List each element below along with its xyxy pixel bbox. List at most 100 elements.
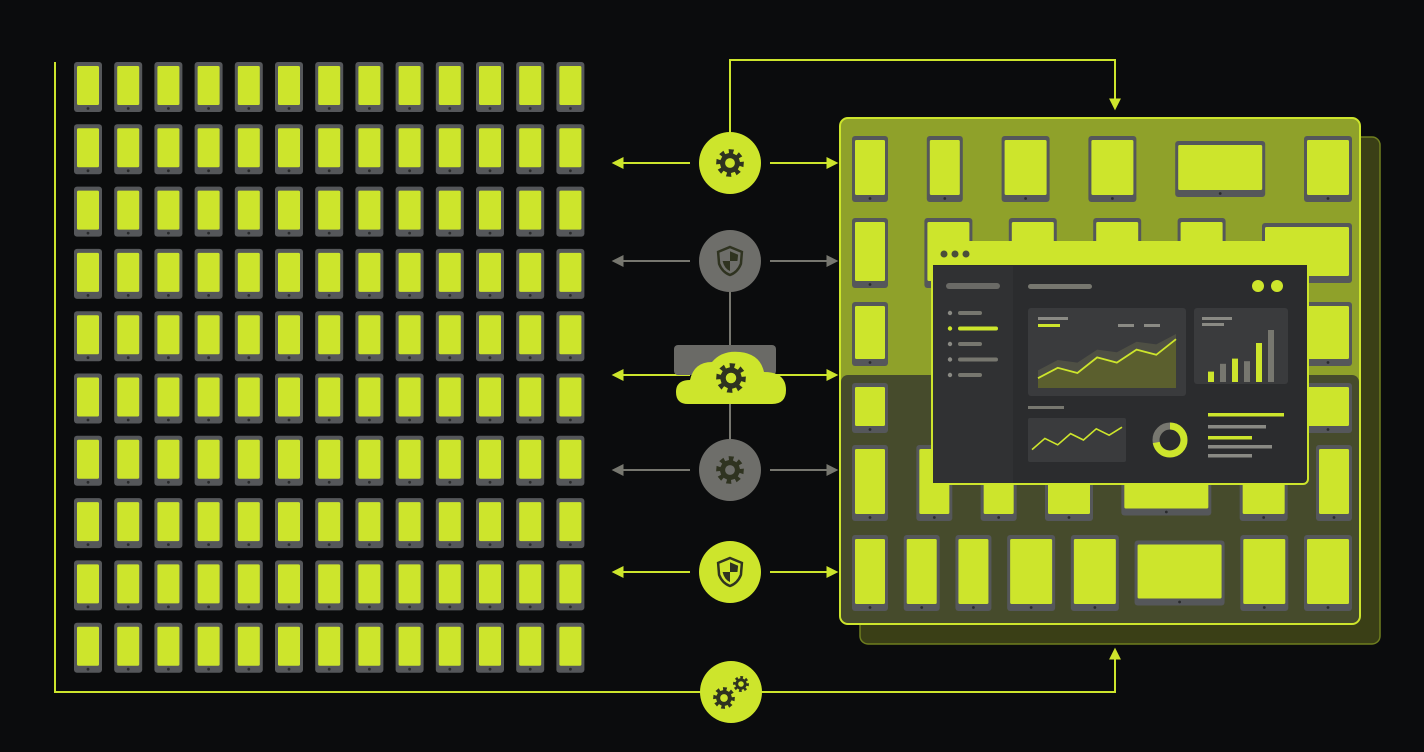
device-home-button	[569, 231, 572, 235]
device-home-button	[488, 605, 492, 609]
fleet-device	[355, 248, 384, 299]
gears-icon	[713, 676, 749, 709]
device-screen	[278, 66, 300, 105]
device-home-button	[408, 418, 411, 422]
device-screen	[519, 315, 542, 355]
shield-icon	[716, 556, 744, 588]
device-home-button	[126, 231, 130, 235]
device-screen	[479, 315, 501, 355]
device-screen	[358, 128, 381, 168]
device-screen	[197, 564, 220, 604]
device-screen	[479, 439, 501, 479]
device-home-button	[448, 667, 452, 671]
device-home-button	[1178, 600, 1181, 604]
device-home-button	[528, 231, 532, 235]
sidebar-item-bar	[958, 326, 998, 331]
summary-text-bar	[1208, 413, 1284, 417]
fleet-device	[395, 373, 424, 424]
device-home-button	[207, 356, 211, 360]
device-screen	[77, 502, 99, 542]
device-home-button	[287, 480, 291, 484]
device-screen	[559, 377, 582, 417]
area-chart-legend-b	[1144, 324, 1160, 327]
device-screen	[438, 502, 461, 542]
fleet-device	[74, 435, 102, 486]
device-screen	[559, 626, 582, 666]
fleet-device	[476, 435, 504, 486]
device-screen	[318, 315, 341, 355]
device-screen	[117, 377, 140, 417]
area-chart-legend-a	[1118, 324, 1134, 327]
panel-device-phone	[852, 535, 888, 611]
device-screen	[157, 128, 180, 168]
device-home-button	[1326, 606, 1330, 609]
left-device-fleet	[74, 62, 585, 673]
fleet-device	[194, 186, 223, 237]
device-home-button	[488, 480, 492, 484]
device-screen	[1004, 140, 1047, 195]
device-home-button	[126, 543, 130, 546]
gear-hole	[738, 681, 744, 687]
device-home-button	[943, 197, 947, 200]
device-screen	[519, 564, 542, 604]
device-home-button	[327, 605, 331, 609]
device-home-button	[207, 480, 211, 484]
fleet-device	[516, 186, 545, 237]
panel-device-phone	[852, 218, 888, 288]
device-home-button	[488, 107, 492, 110]
panel-device-tablet	[1304, 535, 1352, 611]
fleet-device	[476, 186, 504, 237]
fleet-device	[74, 622, 102, 673]
device-home-button	[448, 605, 452, 609]
device-screen	[1243, 539, 1286, 604]
device-screen	[278, 190, 300, 230]
window-control-dot	[940, 250, 948, 258]
fleet-device	[315, 186, 344, 237]
device-screen	[438, 315, 461, 355]
device-home-button	[86, 294, 90, 297]
device-home-button	[126, 480, 130, 484]
summary-text-bar	[1208, 454, 1252, 458]
device-home-button	[868, 516, 872, 519]
device-home-button	[448, 356, 452, 360]
device-screen	[117, 626, 140, 666]
device-screen	[318, 190, 341, 230]
device-screen	[157, 564, 180, 604]
device-screen	[398, 315, 421, 355]
device-home-button	[207, 169, 211, 173]
device-screen	[197, 502, 220, 542]
device-screen	[559, 502, 582, 542]
device-home-button	[448, 231, 452, 235]
fleet-device	[315, 622, 344, 673]
device-home-button	[247, 480, 251, 484]
device-screen	[398, 252, 421, 292]
fleet-device	[74, 373, 102, 424]
device-home-button	[126, 667, 130, 671]
fleet-device	[315, 435, 344, 486]
fleet-device	[435, 311, 464, 362]
fleet-device	[114, 622, 143, 673]
device-screen	[519, 252, 542, 292]
device-home-button	[932, 516, 936, 519]
donut-value-arc	[1152, 422, 1188, 458]
shield-quadrant-b	[722, 572, 730, 583]
gear-icon	[733, 676, 749, 692]
device-screen	[77, 626, 99, 666]
fleet-device	[74, 62, 102, 112]
bar-chart-bar	[1208, 371, 1214, 382]
status-dot-primary	[1252, 280, 1264, 292]
panel-device-phone	[926, 136, 963, 202]
fleet-device	[154, 373, 183, 424]
device-home-button	[126, 605, 130, 609]
device-home-button	[167, 294, 170, 297]
fleet-device	[476, 311, 504, 362]
device-screen	[358, 315, 381, 355]
device-home-button	[1262, 606, 1266, 609]
sidebar-item-bar	[958, 357, 998, 362]
fleet-device	[516, 373, 545, 424]
cloud-gear-node	[674, 345, 786, 404]
fleet-device	[476, 124, 504, 175]
device-screen	[318, 626, 341, 666]
device-home-button	[207, 605, 211, 609]
gears-node	[700, 661, 762, 723]
